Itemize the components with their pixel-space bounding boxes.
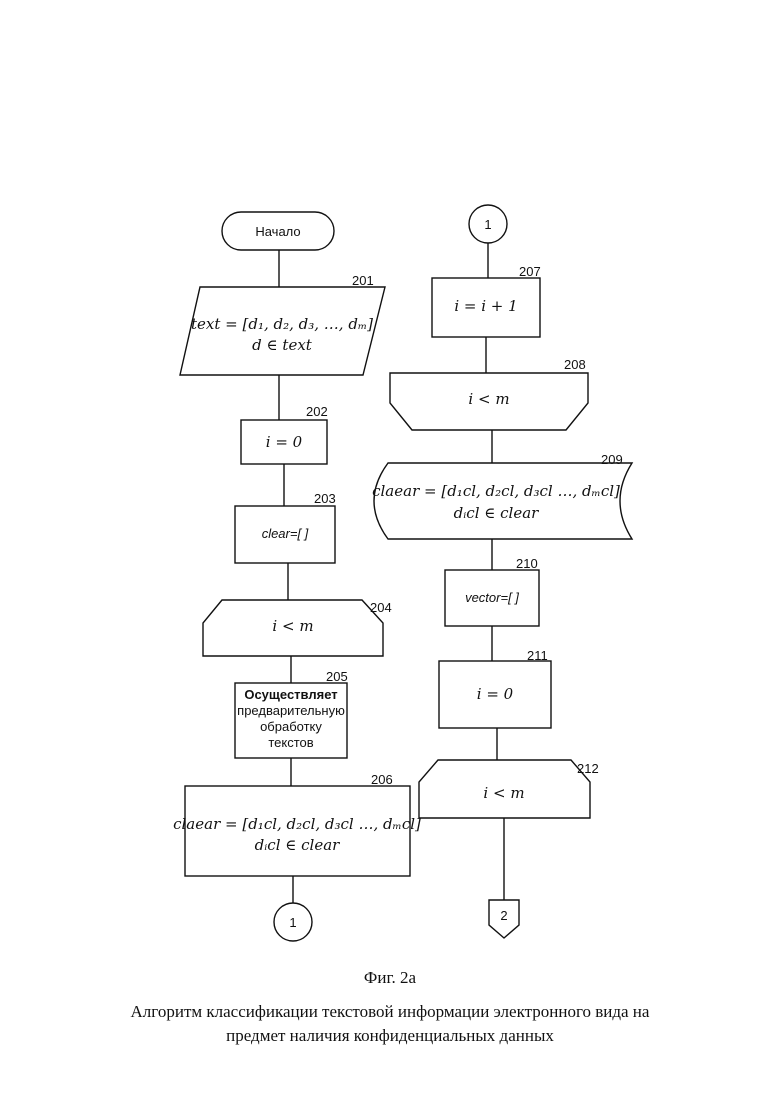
ref-number: 212	[577, 761, 599, 776]
connector-label: 1	[289, 915, 296, 930]
node-208-loop-limit: 208 i < m	[390, 357, 588, 430]
ref-number: 210	[516, 556, 538, 571]
node-text: clear=[ ]	[262, 526, 309, 541]
node-202-process: 202 i = 0	[241, 404, 328, 464]
node-204-loop-limit: 204 i < m	[203, 600, 392, 656]
node-205-process: 205 Осуществляет предварительную обработ…	[235, 669, 348, 758]
node-text: обработку	[260, 719, 322, 734]
start-terminal: Начало	[222, 212, 334, 250]
node-text: claear = [d₁cl, d₂cl, d₃cl …, dₘcl]	[173, 815, 421, 833]
ref-number: 203	[314, 491, 336, 506]
node-206-process: 206 claear = [d₁cl, d₂cl, d₃cl …, dₘcl] …	[173, 772, 421, 876]
node-text: claear = [d₁cl, d₂cl, d₃cl …, dₘcl]	[372, 482, 620, 500]
node-text: i = 0	[477, 685, 514, 703]
figure-label: Фиг. 2а	[0, 968, 780, 988]
node-text: i = i + 1	[454, 297, 517, 315]
start-label: Начало	[255, 224, 300, 239]
node-201-input: 201 text = [d₁, d₂, d₃, …, dₘ] d ∈ text	[180, 273, 385, 375]
node-209-stored-data: 209 claear = [d₁cl, d₂cl, d₃cl …, dₘcl] …	[372, 452, 632, 539]
offpage-connector-next: 2	[489, 900, 519, 938]
connector-label: 2	[500, 908, 507, 923]
node-text: dᵢcl ∈ clear	[255, 836, 340, 854]
node-text: Осуществляет	[244, 687, 337, 702]
node-text: текстов	[268, 735, 313, 750]
figure-title-line: предмет наличия конфиденциальных данных	[0, 1024, 780, 1048]
node-text: vector=[ ]	[465, 590, 519, 605]
ref-number: 202	[306, 404, 328, 419]
ref-number: 201	[352, 273, 374, 288]
figure-title-line: Алгоритм классификации текстовой информа…	[0, 1000, 780, 1024]
ref-number: 207	[519, 264, 541, 279]
node-211-process: 211 i = 0	[439, 648, 551, 728]
ref-number: 209	[601, 452, 623, 467]
node-203-process: 203 clear=[ ]	[235, 491, 336, 563]
node-212-loop-limit: 212 i < m	[419, 760, 599, 818]
node-text: i < m	[483, 784, 524, 802]
node-text: i < m	[272, 617, 313, 635]
node-text: text = [d₁, d₂, d₃, …, dₘ]	[191, 315, 373, 333]
ref-number: 206	[371, 772, 393, 787]
node-text: dᵢcl ∈ clear	[454, 504, 539, 522]
node-text: d ∈ text	[252, 336, 313, 354]
ref-number: 205	[326, 669, 348, 684]
connector-circle-in: 1	[469, 205, 507, 243]
node-text: предварительную	[237, 703, 345, 718]
node-text: i < m	[468, 390, 509, 408]
ref-number: 204	[370, 600, 392, 615]
connector-circle-out: 1	[274, 903, 312, 941]
node-text: i = 0	[266, 433, 303, 451]
ref-number: 211	[527, 648, 548, 663]
figure-title: Алгоритм классификации текстовой информа…	[0, 1000, 780, 1048]
connector-label: 1	[484, 217, 491, 232]
ref-number: 208	[564, 357, 586, 372]
node-207-process: 207 i = i + 1	[432, 264, 541, 337]
